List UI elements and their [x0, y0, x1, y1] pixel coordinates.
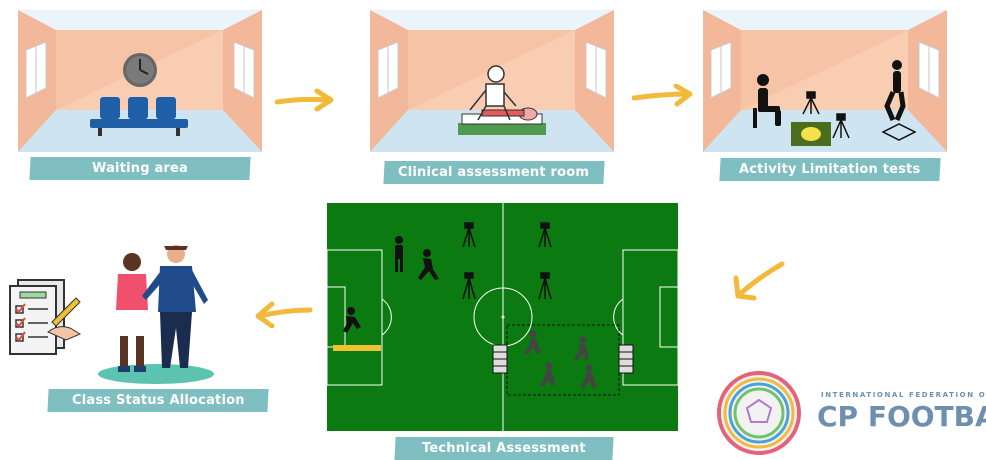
player-icon — [524, 330, 597, 389]
logo-cp-football-text: CP FOOTBALL — [817, 400, 986, 433]
player-icon — [343, 236, 439, 333]
coach-icon — [142, 245, 208, 368]
flow-arrow-1 — [275, 88, 334, 112]
waiting-area-label: Waiting area — [29, 157, 251, 180]
jumping-person-icon — [881, 60, 917, 141]
treatment-bed-icon — [458, 107, 546, 135]
therapist-icon — [469, 65, 517, 121]
balance-board-icon — [791, 122, 831, 146]
seated-person-icon — [753, 74, 781, 128]
technical-assessment-label: Technical Assessment — [394, 437, 614, 460]
clipboard-checklist-icon — [9, 279, 82, 355]
clinical-assessment-room — [370, 10, 614, 152]
football-logo-icon — [717, 371, 801, 455]
clock-icon — [123, 53, 157, 87]
logo-federation-text: INTERNATIONAL FEDERATION OF — [821, 391, 986, 399]
footballer-icon — [116, 253, 148, 372]
activity-limitation-label: Activity Limitation tests — [719, 158, 941, 181]
flow-arrow-2 — [632, 84, 693, 107]
activity-limitation-room — [703, 10, 947, 152]
ifcpf-logo: INTERNATIONAL FEDERATION OF CP FOOTBALL — [713, 370, 986, 456]
flow-arrow-3 — [733, 261, 785, 301]
clinical-assessment-label: Clinical assessment room — [383, 161, 605, 184]
cone-row — [333, 345, 381, 351]
tripod-icon — [462, 222, 552, 300]
waiting-area-room — [18, 10, 262, 152]
football-pitch — [327, 203, 678, 431]
class-allocation-illustration — [98, 245, 214, 384]
goal-icon — [492, 344, 634, 374]
tripod-icon — [802, 91, 850, 139]
flow-arrow-4 — [255, 301, 313, 328]
class-status-label: Class Status Allocation — [47, 389, 269, 412]
waiting-chairs-icon — [90, 97, 188, 136]
